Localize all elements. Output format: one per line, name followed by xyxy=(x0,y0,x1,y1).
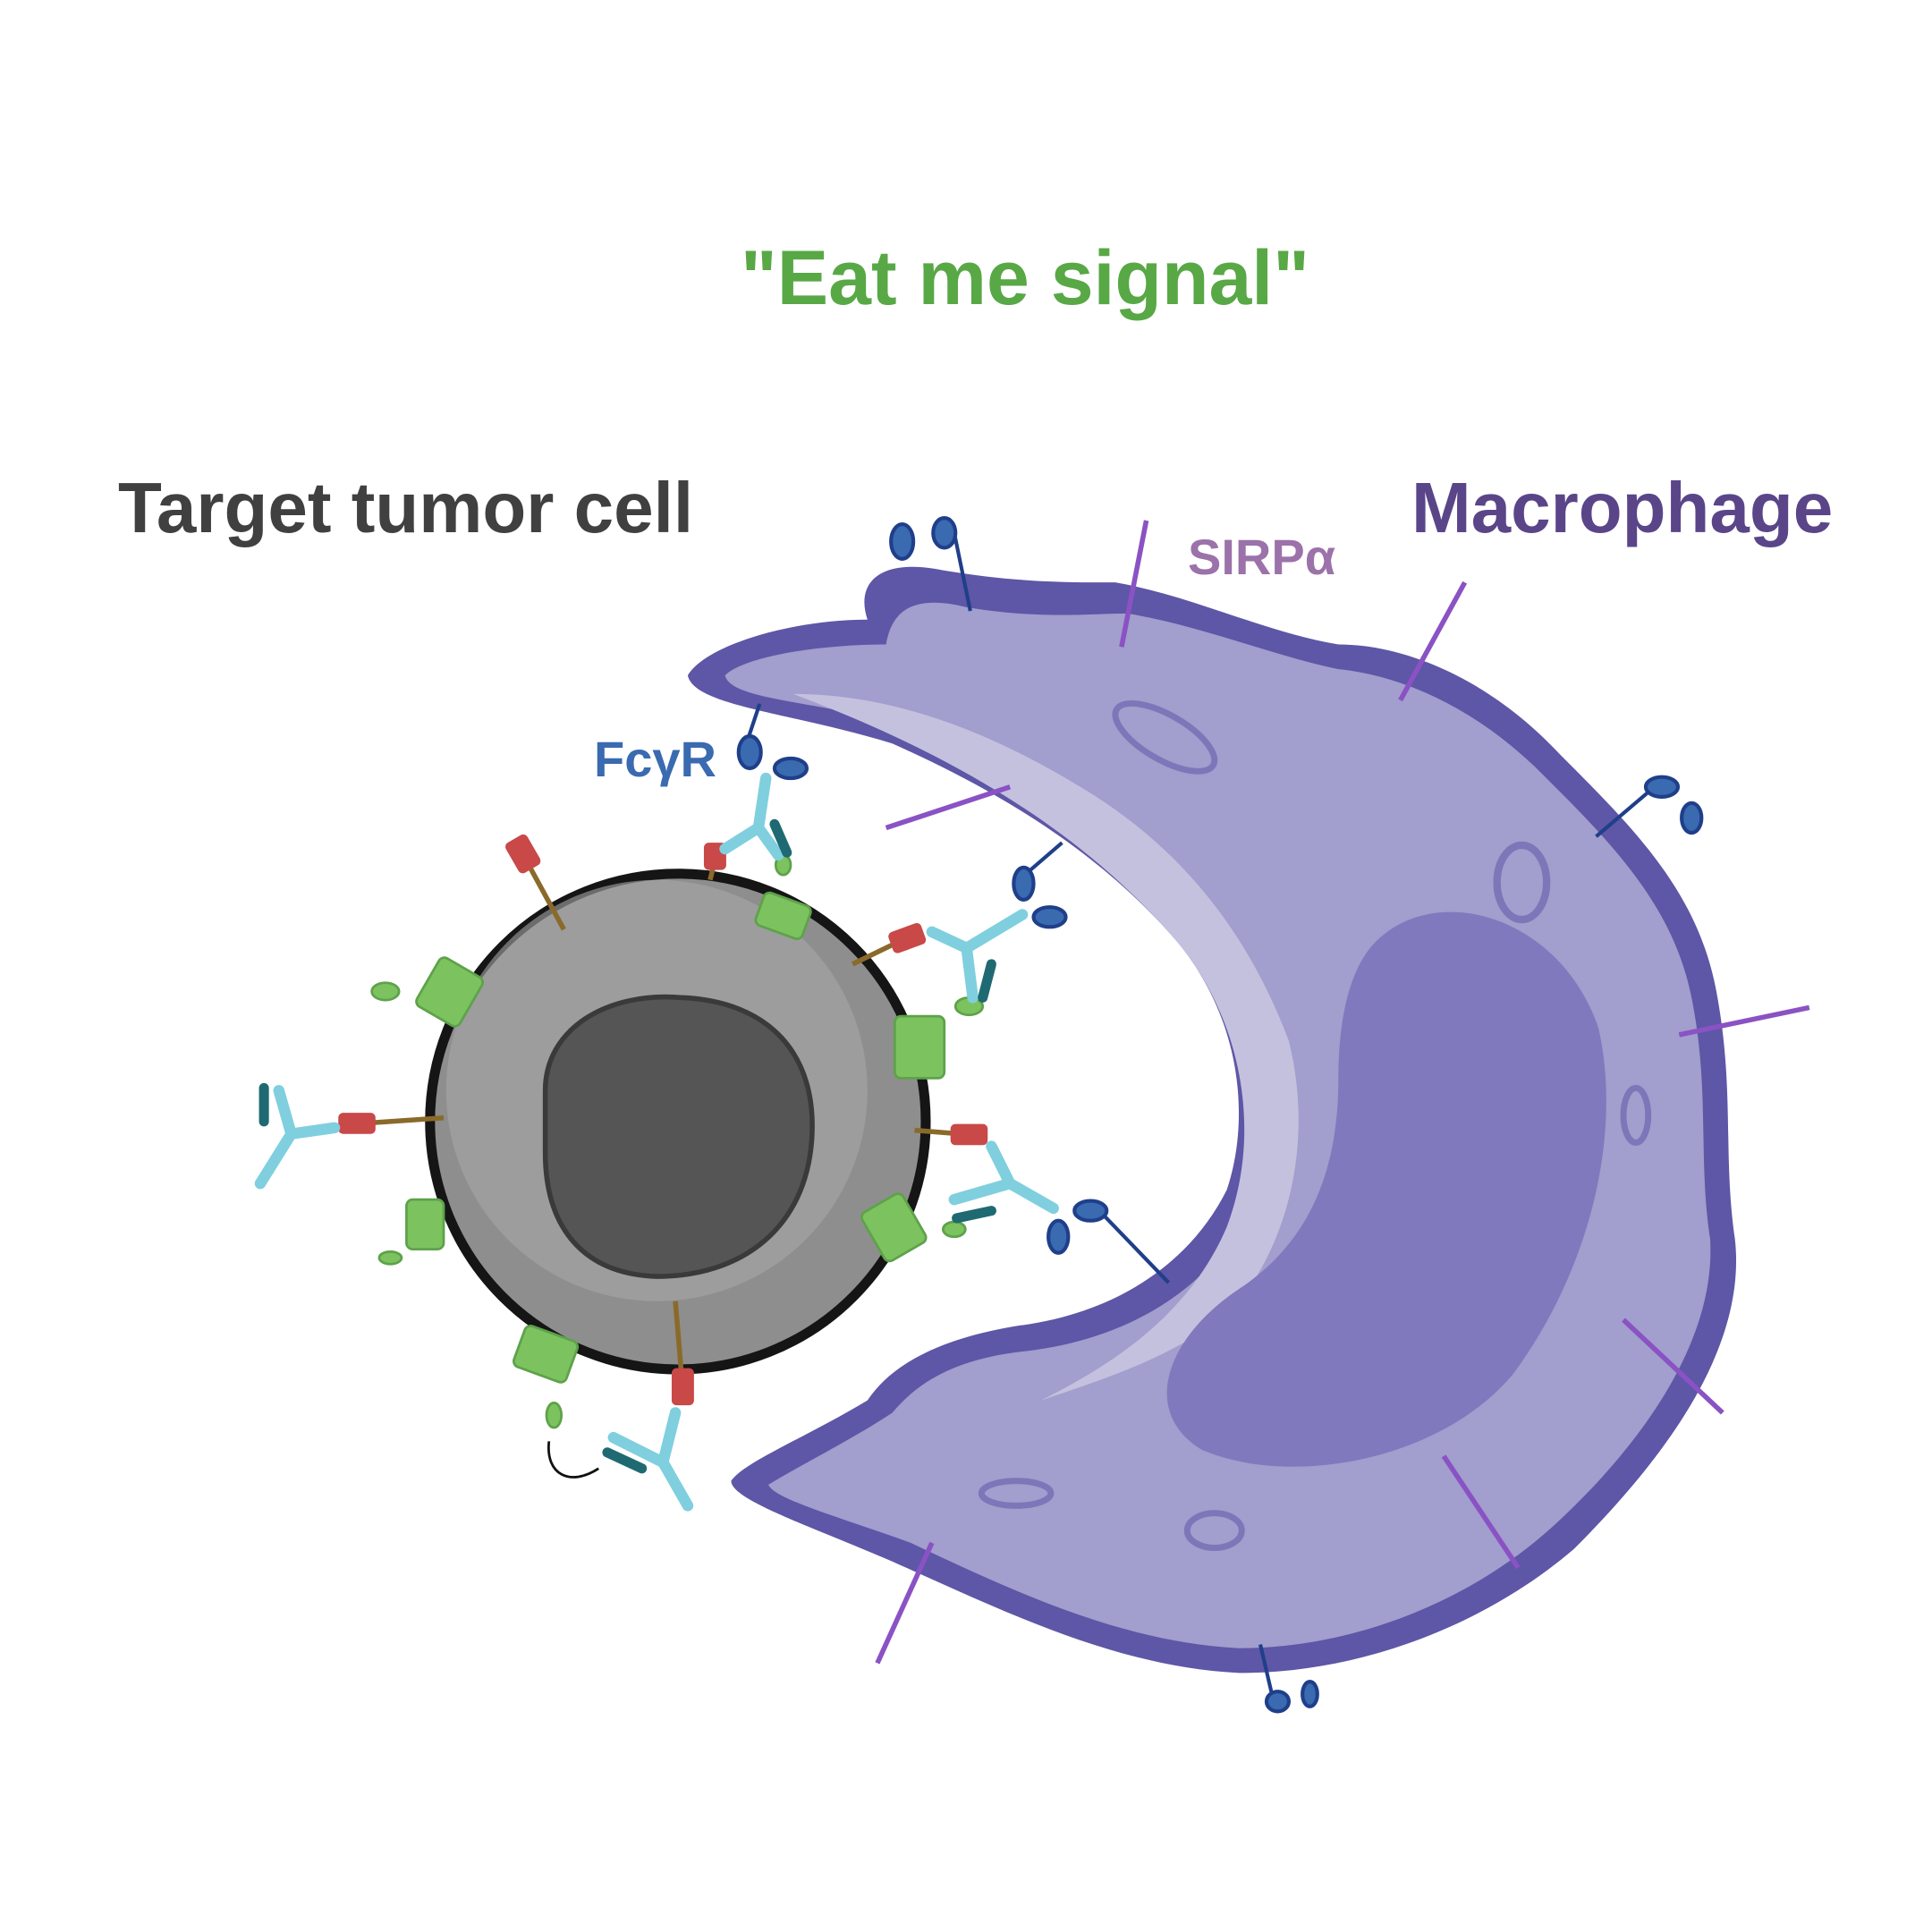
macrophage-cell xyxy=(687,566,1737,1674)
macrophage-label: Macrophage xyxy=(1411,468,1834,547)
macrophage-nucleus xyxy=(1166,911,1606,1467)
target-tumor-cell-label: Target tumor cell xyxy=(118,468,694,547)
eat-me-signal-label: "Eat me signal" xyxy=(741,235,1309,321)
tumor-surface-molecules xyxy=(254,772,1059,1512)
vesicle xyxy=(1112,699,1218,775)
vesicle xyxy=(1493,841,1551,924)
tumor-cell xyxy=(425,869,931,1375)
fcgr-receptors xyxy=(736,516,1704,1714)
macrophage-cytoplasm-light xyxy=(792,693,1299,1401)
vesicle xyxy=(978,1478,1055,1509)
sirpa-receptors xyxy=(875,520,1810,1665)
sirpa-label: SIRPα xyxy=(1188,529,1336,585)
vesicle xyxy=(1620,1085,1652,1146)
vesicle xyxy=(1183,1510,1245,1551)
tumor-nucleus xyxy=(542,994,815,1279)
fcgr-label: FcγR xyxy=(594,731,716,787)
arrow-icon xyxy=(547,1441,599,1479)
